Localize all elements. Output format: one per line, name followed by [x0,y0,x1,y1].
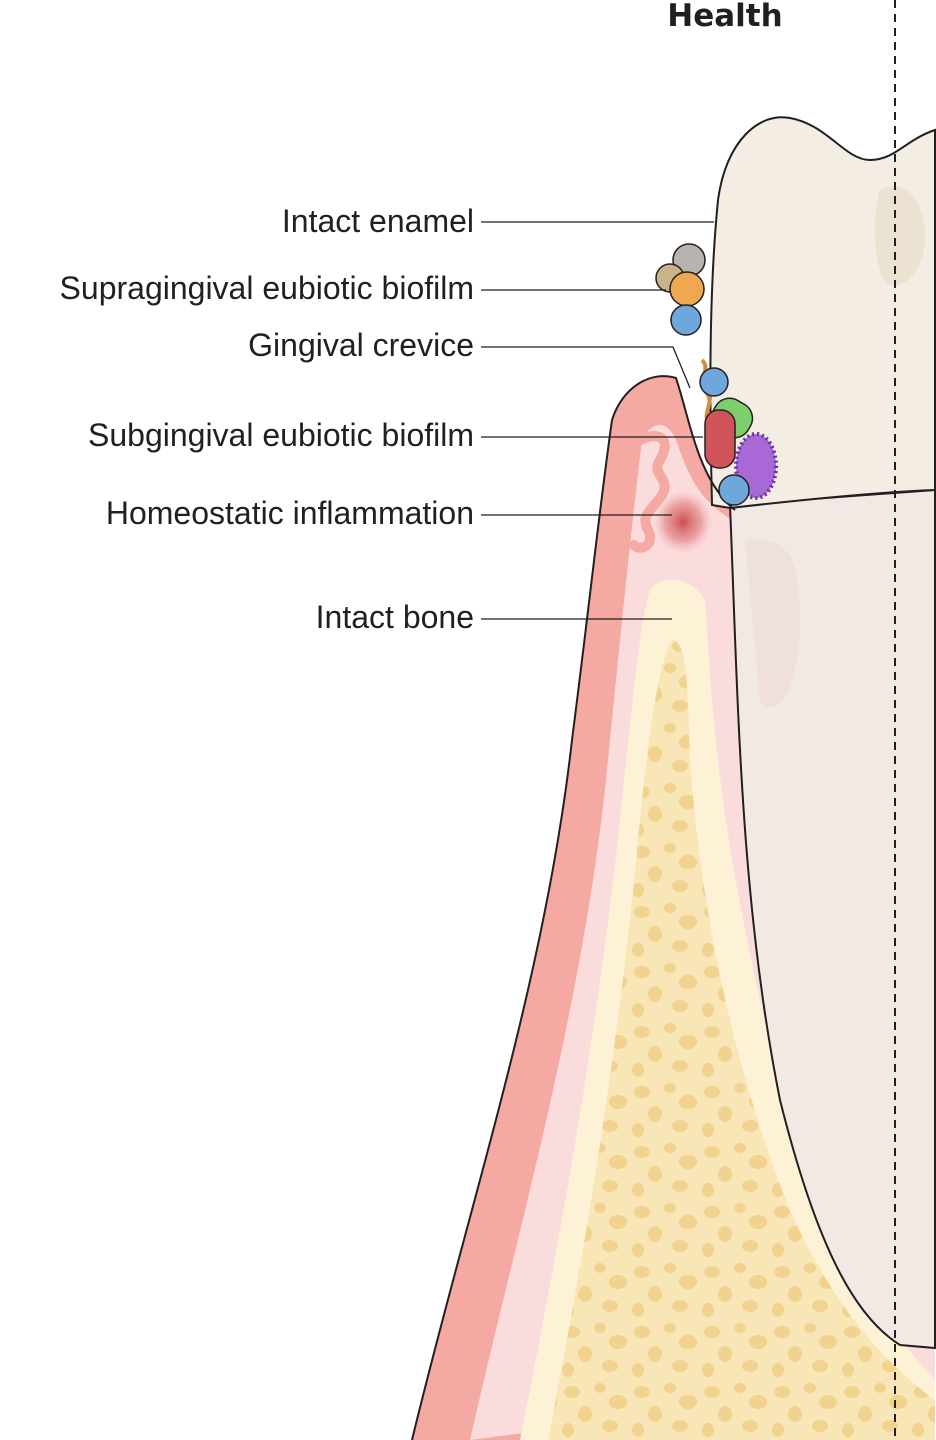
label-intact-bone: Intact bone [316,599,474,636]
label-gingival-crevice: Gingival crevice [248,327,474,364]
label-subgingival-biofilm: Subgingival eubiotic biofilm [88,417,474,454]
panel-title: Health [660,0,790,34]
label-homeostatic-inflammation: Homeostatic inflammation [106,495,474,532]
label-supragingival-biofilm: Supragingival eubiotic biofilm [60,270,474,307]
label-intact-enamel: Intact enamel [282,203,474,240]
inflammation-spot [653,490,713,554]
